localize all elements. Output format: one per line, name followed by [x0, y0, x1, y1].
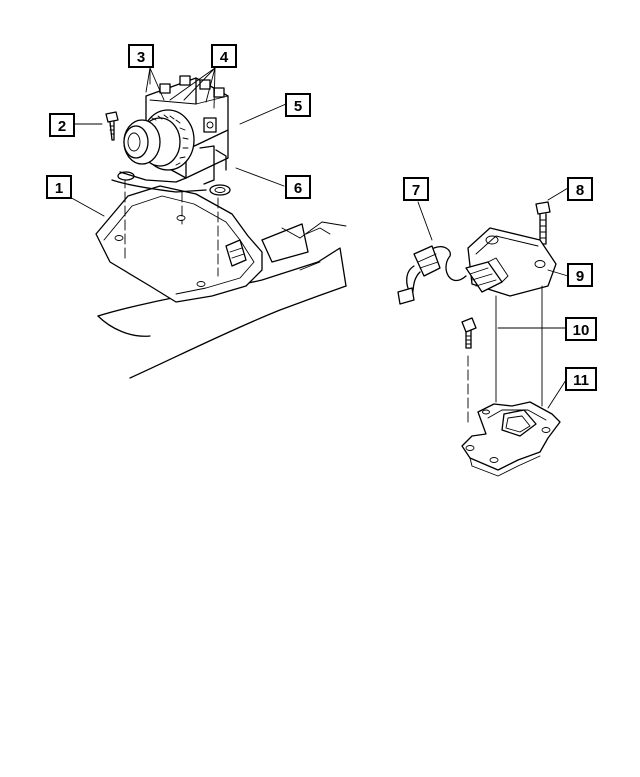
- leader-lines-right: [417, 187, 569, 409]
- isolator-grommets: [111, 171, 231, 196]
- mount-guide-lines-right: [467, 285, 543, 425]
- callout-2: 2: [49, 113, 75, 137]
- callout-9: 9: [567, 263, 593, 287]
- bolt-10: [461, 317, 477, 349]
- sensor-module: [465, 227, 557, 297]
- callout-7: 7: [403, 177, 429, 201]
- mounting-bracket: [95, 185, 263, 303]
- callout-5: 5: [285, 93, 311, 117]
- callout-label: 11: [573, 372, 589, 389]
- callout-label: 5: [294, 98, 302, 115]
- callout-1: 1: [46, 175, 72, 199]
- abs-control-unit: [119, 75, 229, 185]
- callout-label: 10: [573, 322, 590, 339]
- callout-3: 3: [128, 44, 154, 68]
- mount-guide-lines: [124, 177, 219, 277]
- callout-6: 6: [285, 175, 311, 199]
- callout-label: 2: [58, 118, 66, 135]
- bolt-8: [535, 201, 551, 245]
- bolt-2: [105, 111, 119, 141]
- callout-label: 7: [412, 182, 420, 199]
- wiring-harness: [397, 245, 467, 305]
- sensor-bracket: [461, 401, 561, 477]
- callout-label: 4: [220, 49, 229, 66]
- callout-8: 8: [567, 177, 593, 201]
- callout-label: 6: [294, 180, 302, 197]
- callout-label: 8: [576, 182, 584, 199]
- leader-lines-left: [67, 67, 287, 217]
- callout-4: 4: [211, 44, 237, 68]
- callout-label: 3: [137, 49, 145, 66]
- callout-label: 1: [55, 180, 63, 197]
- callout-label: 9: [576, 268, 584, 285]
- callout-11: 11: [565, 367, 597, 391]
- callout-10: 10: [565, 317, 597, 341]
